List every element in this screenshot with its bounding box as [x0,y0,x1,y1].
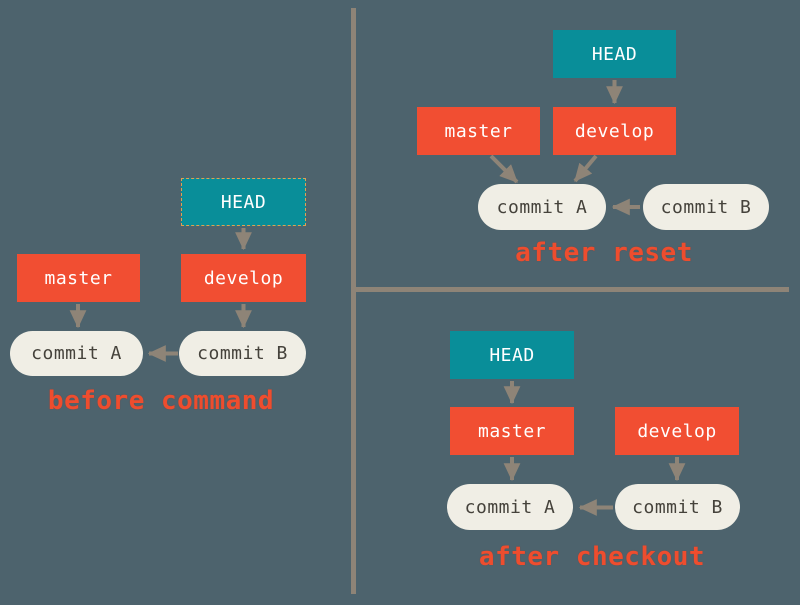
before-develop-label: develop [203,267,284,289]
checkout-commit-b-node: commit B [615,484,740,530]
reset-commit-b-node: commit B [643,184,769,230]
before-head-label: HEAD [220,191,267,213]
checkout-head-label: HEAD [489,344,535,366]
arrow-reset-master-to-commit-a [489,154,519,184]
arrow-reset-develop-to-commit-a [573,154,598,183]
reset-caption: after reset [515,238,693,268]
before-commit-b-node: commit B [179,331,306,376]
reset-commit-a-node: commit A [478,184,606,230]
checkout-caption: after checkout [478,542,706,572]
checkout-commit-a-label: commit A [464,496,556,518]
checkout-master-label: master [477,420,547,442]
before-commit-a-label: commit A [31,343,122,364]
before-master-box: master [17,254,140,302]
reset-develop-box: develop [553,107,676,155]
checkout-master-box: master [450,407,574,455]
reset-commit-b-label: commit B [660,196,752,218]
horizontal-divider [351,287,789,292]
reset-master-box: master [417,107,540,155]
reset-head-box: HEAD [553,30,676,78]
before-head-box: HEAD [181,178,306,226]
checkout-commit-b-label: commit B [632,496,723,518]
checkout-develop-box: develop [615,407,739,455]
before-commit-b-label: commit B [197,343,288,364]
reset-develop-label: develop [574,120,655,142]
checkout-head-box: HEAD [450,331,574,379]
before-caption: before command [47,386,275,416]
before-master-label: master [44,267,113,289]
before-develop-box: develop [181,254,306,302]
vertical-divider [351,8,356,594]
reset-master-label: master [444,120,513,142]
checkout-commit-a-node: commit A [447,484,573,530]
checkout-develop-label: develop [637,420,717,442]
reset-commit-a-label: commit A [496,196,588,218]
reset-head-label: HEAD [591,43,638,65]
before-commit-a-node: commit A [10,331,143,376]
